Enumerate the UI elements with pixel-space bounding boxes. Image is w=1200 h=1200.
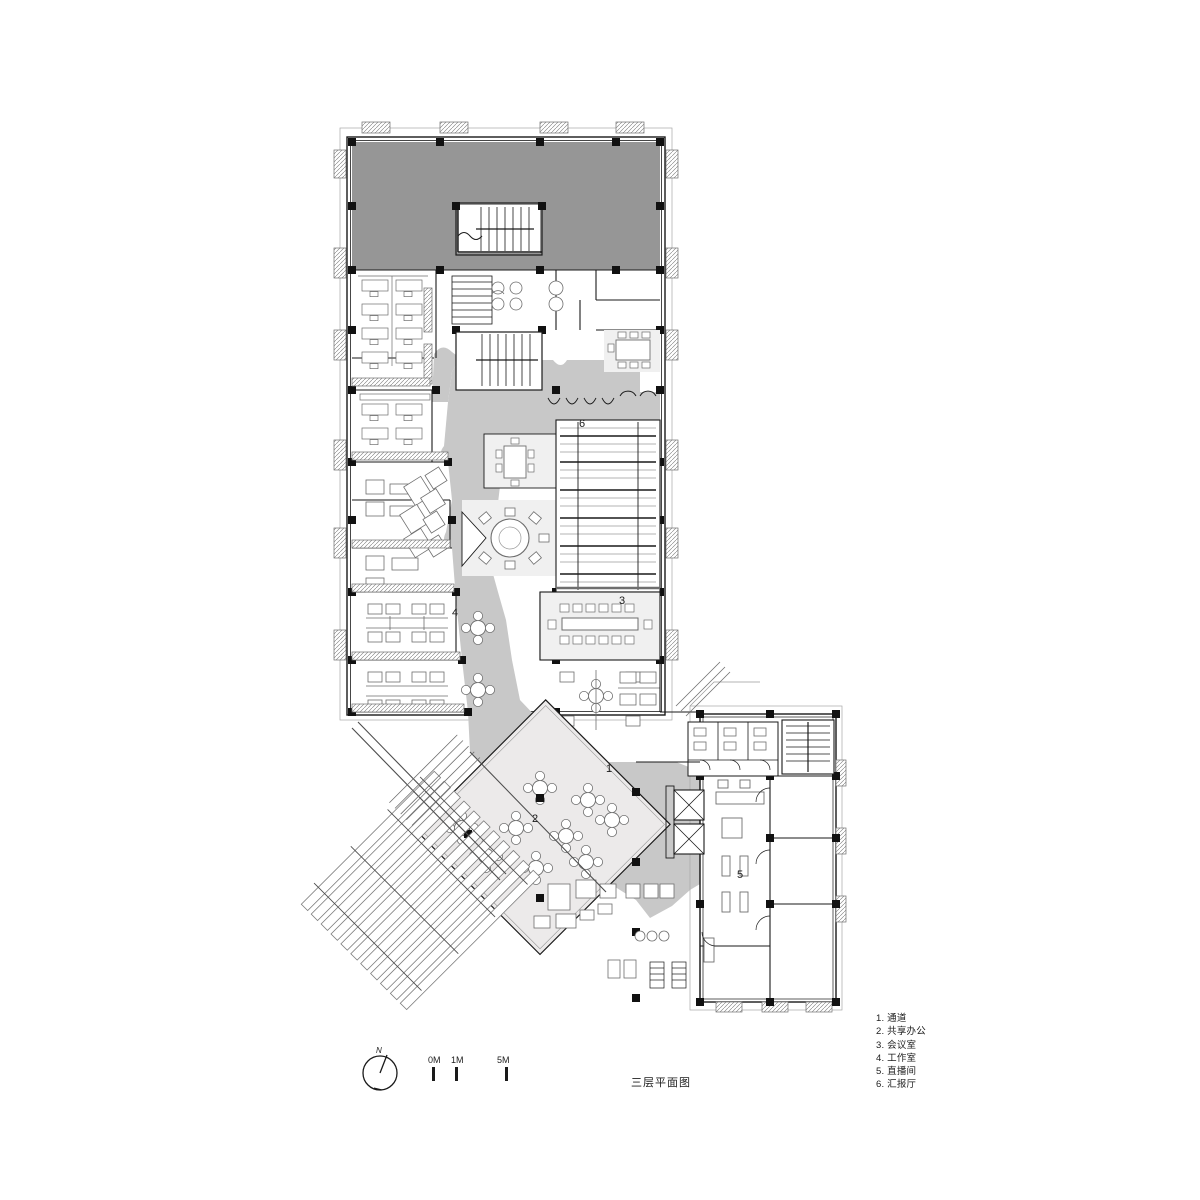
restroom-block [687,721,779,777]
legend-item-4: 4. 工作室 [876,1052,917,1064]
rotated-desk-tiles [399,466,448,559]
scale-bar [432,1067,508,1081]
hall-entry-niches [547,390,657,405]
room-tag-1: 1 [606,763,612,775]
scale-label-one: 1M [451,1055,464,1065]
entry-awning-diagonal [675,661,731,717]
room-tag-4: 4 [452,607,458,619]
shared-office-lounge-blocks [533,879,617,929]
southeast-furniture [607,883,675,979]
louvered-pergola [300,770,541,1011]
pergola-edge-beams [351,721,607,893]
facade-window-marks-west [333,149,347,661]
room-tag-5: 5 [737,869,743,881]
lounge-seating-north [491,280,564,312]
stair-run-northwest [451,275,493,325]
entry-steps-rotated [389,734,481,826]
legend-item-1: 1. 通道 [876,1013,907,1024]
legend-item-2: 2. 共享办公 [876,1026,926,1038]
stair-core-secondary [455,331,543,391]
room-tag-3: 3 [619,595,625,607]
shelving-runs [351,287,465,713]
north-arrow [362,1054,398,1091]
drawing-title: 三层平面图 [631,1077,691,1089]
door-swings-east [701,787,771,947]
scale-label-zero: 0M [428,1055,441,1065]
room-tag-2: 2 [532,813,538,825]
room-tag-6: 6 [579,418,585,430]
legend-item-5: 5. 直播间 [876,1066,917,1078]
bike-rack-symbols [649,961,687,989]
meeting-room-northeast [604,330,660,372]
meeting-room-small-mid [483,433,557,489]
legend: 1. 通道 2. 共享办公 3. 会议室 4. 工作室 5. 直播间 6. 汇报… [876,1012,996,1092]
livestream-room-5 [703,779,765,963]
legend-item-6: 6. 汇报厅 [876,1079,917,1091]
legend-item-3: 3. 会议室 [876,1039,917,1051]
room-number-tags: 1 2 3 4 5 6 [452,418,743,881]
east-wing-windows [715,759,847,1013]
atrium-void [352,142,660,270]
wing-connector [636,660,760,763]
round-conference-table [461,500,560,576]
elevator-bank [665,785,705,859]
stair-core-east [781,719,835,775]
north-arrow-label: N [376,1046,382,1055]
facade-window-marks-east [665,149,679,661]
desk-pair-south [618,671,660,706]
facade-window-marks-north [361,121,645,134]
presentation-hall [555,419,661,593]
conference-room-3 [539,591,661,661]
scale-label-five: 5M [497,1055,510,1065]
